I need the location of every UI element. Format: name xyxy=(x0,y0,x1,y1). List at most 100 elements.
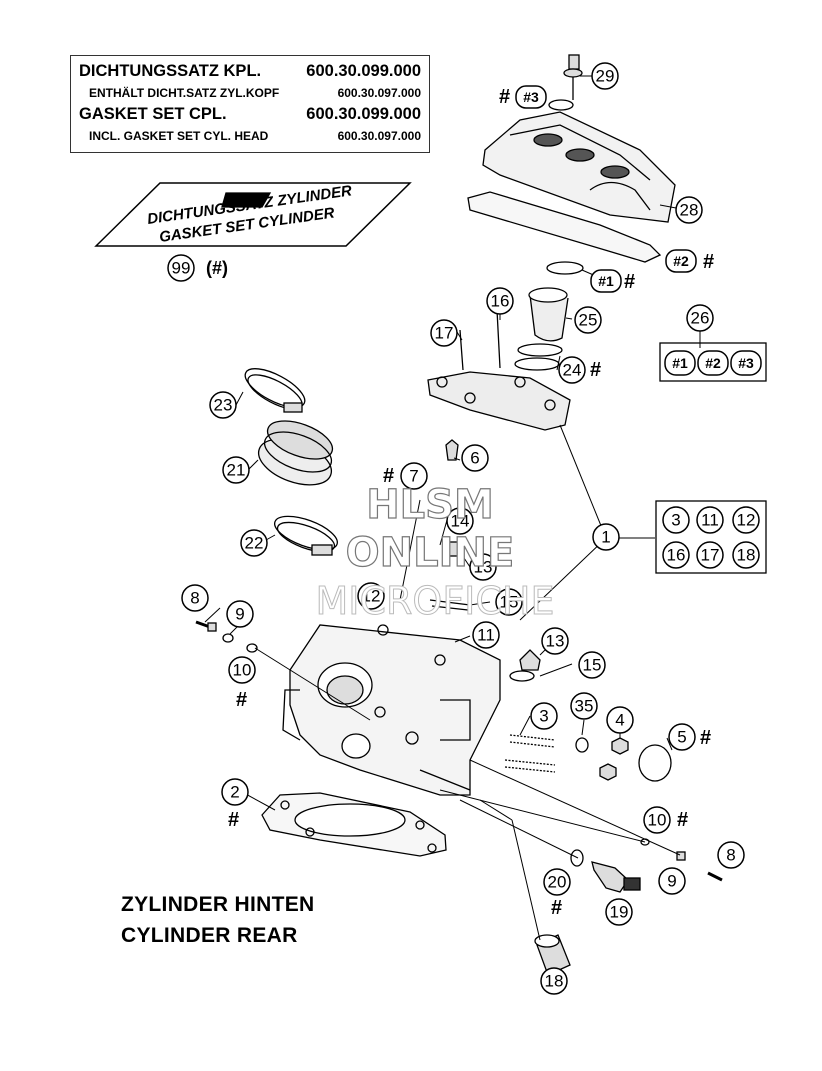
callout-13a xyxy=(469,553,497,581)
num-99: 99 xyxy=(172,259,191,278)
num-8a: 8 xyxy=(190,589,199,608)
cylinder-head xyxy=(282,624,501,796)
ref-marker-3 xyxy=(515,85,547,109)
num-12: 12 xyxy=(362,587,381,606)
num-5: 5 xyxy=(677,728,686,747)
gasket-line4-label: INCL. GASKET SET CYL. HEAD xyxy=(89,129,269,143)
hash-mark: # xyxy=(551,897,562,919)
small-washer xyxy=(575,737,589,753)
valve-cover-bolt xyxy=(548,54,583,111)
callout-11 xyxy=(472,621,500,649)
num-19: 19 xyxy=(610,903,629,922)
callout-2 xyxy=(221,778,249,806)
bleed-screw-left xyxy=(195,620,258,653)
gasket-line3-number: 600.30.099.000 xyxy=(306,105,421,123)
hose-clamp-upper xyxy=(244,368,306,413)
gasket-line1-label: DICHTUNGSSATZ KPL. xyxy=(79,62,262,80)
callout-9b xyxy=(658,867,686,895)
num-14: 14 xyxy=(451,512,470,531)
hash-mark: # xyxy=(499,86,510,108)
num-7: 7 xyxy=(409,467,418,486)
num-25: 25 xyxy=(579,311,598,330)
group-11: 11 xyxy=(701,511,719,530)
hash-mark: # xyxy=(590,359,601,381)
num-16: 16 xyxy=(491,292,510,311)
callout-10a xyxy=(228,656,256,684)
callout-numbers: 29 28 1 25 24 16 17 26 23 21 22 6 7 14 1… xyxy=(172,67,756,991)
gasket-line2-label: ENTHÄLT DICHT.SATZ ZYL.KOPF xyxy=(89,86,280,100)
callout-7 xyxy=(400,462,428,490)
callout-12 xyxy=(357,582,385,610)
callout-8a xyxy=(181,584,209,612)
o-ring xyxy=(638,744,672,782)
callout-9a xyxy=(226,600,254,628)
callout-17 xyxy=(430,319,458,347)
hex-nuts xyxy=(599,737,629,781)
num-4: 4 xyxy=(615,711,624,730)
callout-35 xyxy=(570,692,598,720)
gasket-line2-number: 600.30.097.000 xyxy=(337,86,421,100)
callout-23 xyxy=(209,391,237,419)
callout-18 xyxy=(540,967,568,995)
valve-cover-gasket xyxy=(467,191,662,263)
num-21: 21 xyxy=(227,461,246,480)
callout-22 xyxy=(240,529,268,557)
callout-99 xyxy=(167,254,195,282)
callout-26 xyxy=(686,304,714,332)
num-15b: 15 xyxy=(583,656,602,675)
kit-3-text: #3 xyxy=(738,355,754,371)
stud-bolts xyxy=(504,734,556,773)
group-16: 16 xyxy=(667,546,686,565)
callout-15a xyxy=(495,588,523,616)
watermark-line1: HLSM xyxy=(366,482,494,528)
num-99-suffix: (#) xyxy=(206,258,228,278)
gasket-kit-package: DICHTUNGSSATZ ZYLINDER GASKET SET CYLIND… xyxy=(94,182,412,247)
num-24: 24 xyxy=(563,361,582,380)
gasket-line3-label: GASKET SET CPL. xyxy=(79,105,227,123)
kit-1-text: #1 xyxy=(672,355,688,371)
hash-mark: # xyxy=(677,809,688,831)
callout-8b xyxy=(717,841,745,869)
hash-mark: # xyxy=(236,689,247,711)
hash-mark: # xyxy=(700,727,711,749)
callout-10b xyxy=(643,806,671,834)
callout-19 xyxy=(605,898,633,926)
intake-rubber-boot xyxy=(257,420,334,486)
group-12: 12 xyxy=(737,511,756,530)
group-18: 18 xyxy=(737,546,756,565)
num-3: 3 xyxy=(539,707,548,726)
leader-lines xyxy=(204,75,701,941)
callout-28 xyxy=(675,196,703,224)
num-8b: 8 xyxy=(726,846,735,865)
threaded-plug xyxy=(534,934,571,976)
hash-mark: # xyxy=(228,809,239,831)
watermark: HLSM ONLINE MICROFICHE xyxy=(315,481,555,623)
hash-mark: # xyxy=(703,251,714,273)
callout-16 xyxy=(486,287,514,315)
callout-3 xyxy=(530,702,558,730)
ref-3-text: #3 xyxy=(523,89,539,105)
cylinder-head-gasket xyxy=(261,792,447,857)
ref-2-text: #2 xyxy=(673,253,689,269)
group-3: 3 xyxy=(671,511,680,530)
callout-1 xyxy=(592,523,620,551)
kit-2-text: #2 xyxy=(705,355,721,371)
callout-6 xyxy=(461,444,489,472)
callout-25 xyxy=(574,306,602,334)
gasket-line4-number: 600.30.097.000 xyxy=(337,129,421,143)
callout-24 xyxy=(558,356,586,384)
callout-20 xyxy=(543,868,571,896)
num-28: 28 xyxy=(680,201,699,220)
num-22: 22 xyxy=(245,534,264,553)
callout-5 xyxy=(668,723,696,751)
num-23: 23 xyxy=(214,396,233,415)
kit-marker-2 xyxy=(697,350,729,376)
hash-mark: # xyxy=(624,271,635,293)
kit-marker-3 xyxy=(730,350,762,376)
num-13a: 13 xyxy=(474,558,493,577)
callout-15b xyxy=(578,651,606,679)
gasket-set-info-box: DICHTUNGSSATZ KPL. 600.30.099.000 ENTHÄLT… xyxy=(70,55,430,153)
num-17: 17 xyxy=(435,324,454,343)
callout-13b xyxy=(541,627,569,655)
